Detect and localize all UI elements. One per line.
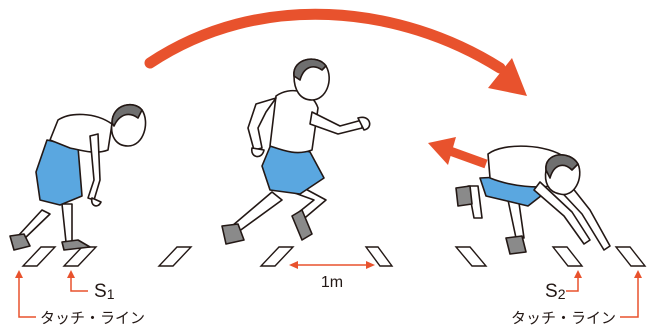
s1-label: S1 [94, 281, 115, 302]
boy-ready-stance [10, 105, 146, 250]
s2-label-main: S [545, 281, 558, 302]
marker-s2 [553, 247, 582, 266]
jump-arc-arrow [150, 14, 527, 96]
marker-touch-line-right [616, 247, 645, 266]
touch-line-left-label: タッチ・ライン [40, 310, 145, 325]
s1-label-main: S [94, 281, 107, 302]
marker-touch-line-left [23, 247, 55, 266]
distance-label: 1m [321, 274, 343, 291]
marker-4 [261, 247, 293, 266]
s1-leader [71, 276, 88, 291]
floor-markers [23, 247, 645, 266]
s2-label: S2 [545, 281, 566, 302]
s2-leader [566, 276, 578, 291]
boy-running [222, 59, 370, 244]
return-arrow [428, 137, 486, 165]
marker-6 [456, 247, 486, 266]
s1-label-sub: 1 [107, 286, 115, 302]
touch-line-right-leader [620, 276, 638, 317]
s2-label-sub: 2 [558, 286, 566, 302]
marker-3 [159, 247, 191, 266]
distance-arrow [289, 261, 375, 269]
touch-line-right-label: タッチ・ライン [511, 310, 616, 325]
touch-line-left-leader [19, 276, 36, 317]
